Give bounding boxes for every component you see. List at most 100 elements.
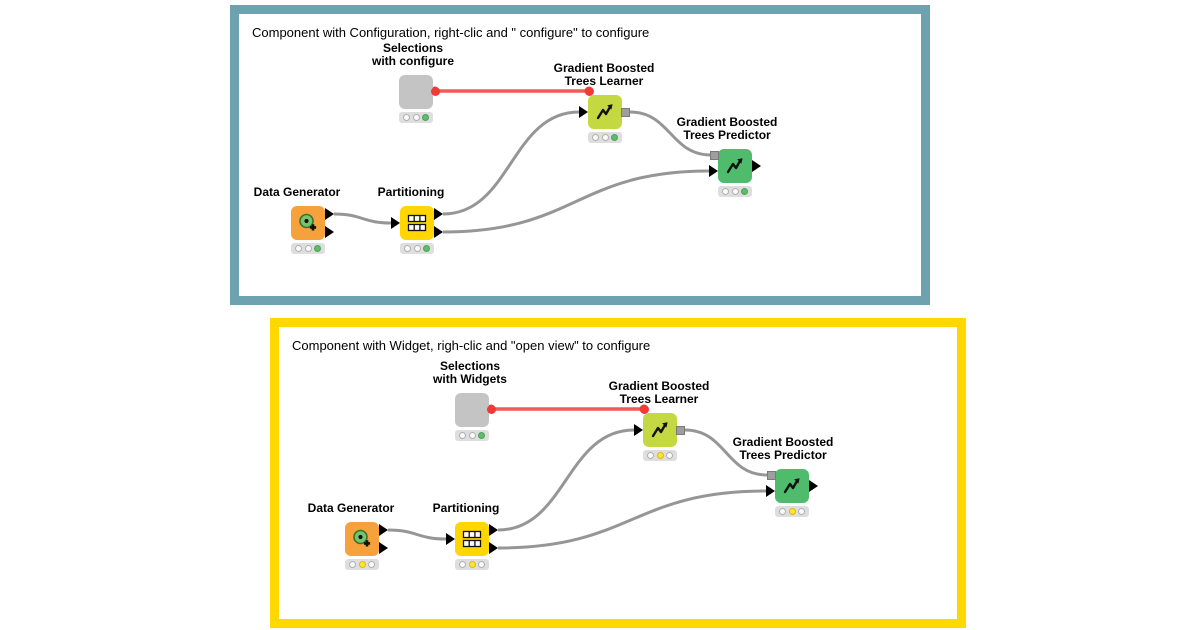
status-dot-off: [647, 452, 654, 459]
partitioning-table-icon: [461, 528, 483, 550]
partitioning-bottom[interactable]: [455, 522, 489, 556]
model-output-port[interactable]: [676, 426, 685, 435]
output-port-triangle[interactable]: [489, 524, 498, 536]
data-connection[interactable]: [333, 212, 392, 225]
status-dot-off: [478, 561, 485, 568]
annotation-widget[interactable]: Component with Widget, righ-clic and "op…: [270, 318, 966, 628]
data-connection[interactable]: [684, 428, 768, 477]
status-dot-off: [412, 114, 420, 121]
selections-with-configure[interactable]: [399, 75, 433, 109]
traffic-light-status: [775, 506, 809, 517]
flow-variable-input-port[interactable]: [584, 86, 594, 96]
input-port-triangle[interactable]: [391, 217, 400, 229]
traffic-light-status: [291, 243, 325, 254]
status-dot-off: [779, 508, 786, 515]
status-dot-off: [592, 134, 599, 141]
status-dot-off: [666, 452, 673, 459]
status-dot-green: [741, 188, 748, 195]
traffic-light-status: [345, 559, 379, 570]
status-dot-green: [611, 134, 618, 141]
flow-variable-input-port[interactable]: [639, 404, 649, 414]
data-generator-icon: [351, 528, 373, 550]
output-port-triangle[interactable]: [809, 480, 818, 492]
data-connection[interactable]: [497, 428, 635, 532]
output-port-triangle[interactable]: [434, 208, 443, 220]
model-input-port[interactable]: [710, 151, 719, 160]
output-port-triangle[interactable]: [489, 542, 498, 554]
status-dot-off: [404, 245, 411, 252]
node-label: Data Generator: [253, 185, 341, 199]
traffic-light-status: [588, 132, 622, 143]
input-port-triangle[interactable]: [446, 533, 455, 545]
status-dot-off: [413, 245, 421, 252]
annotation-title: Component with Configuration, right-clic…: [252, 25, 650, 40]
node-label: Partitioning: [377, 185, 445, 199]
data-connection[interactable]: [497, 489, 767, 550]
status-dot-off: [468, 432, 476, 439]
input-port-triangle[interactable]: [766, 485, 775, 497]
data-generator-top[interactable]: [291, 206, 325, 240]
output-port-triangle[interactable]: [752, 160, 761, 172]
model-input-port[interactable]: [767, 471, 776, 480]
status-dot-off: [798, 508, 805, 515]
traffic-light-status: [643, 450, 677, 461]
status-dot-off: [731, 188, 739, 195]
status-dot-off: [403, 114, 410, 121]
data-generator-icon: [297, 212, 319, 234]
status-dot-off: [459, 561, 466, 568]
traffic-light-status: [400, 243, 434, 254]
status-dot-off: [722, 188, 729, 195]
status-dot-off: [349, 561, 356, 568]
flow-variable-output-port[interactable]: [486, 404, 496, 414]
selections-with-widgets[interactable]: [455, 393, 489, 427]
gbt-learner-bottom[interactable]: [643, 413, 677, 447]
data-connection[interactable]: [629, 110, 712, 157]
gradient-boosted-trees-icon: [781, 475, 803, 497]
gradient-boosted-trees-icon: [724, 155, 746, 177]
status-dot-off: [368, 561, 375, 568]
partitioning-top[interactable]: [400, 206, 434, 240]
partitioning-table-icon: [406, 212, 428, 234]
gbt-predictor-top[interactable]: [718, 149, 752, 183]
status-dot-green: [314, 245, 321, 252]
traffic-light-status: [399, 112, 433, 123]
input-port-triangle[interactable]: [634, 424, 643, 436]
status-dot-yellow: [468, 561, 476, 568]
status-dot-yellow: [358, 561, 366, 568]
output-port-triangle[interactable]: [325, 226, 334, 238]
data-connection[interactable]: [442, 110, 580, 216]
flow-variable-output-port[interactable]: [430, 86, 440, 96]
node-label: Partitioning: [432, 501, 500, 515]
status-dot-off: [601, 134, 609, 141]
model-output-port[interactable]: [621, 108, 630, 117]
input-port-triangle[interactable]: [709, 165, 718, 177]
status-dot-green: [423, 245, 430, 252]
status-dot-off: [459, 432, 466, 439]
output-port-triangle[interactable]: [325, 208, 334, 220]
status-dot-yellow: [788, 508, 796, 515]
status-dot-green: [478, 432, 485, 439]
data-connection[interactable]: [387, 528, 447, 541]
status-dot-off: [295, 245, 302, 252]
gradient-boosted-trees-icon: [649, 419, 671, 441]
input-port-triangle[interactable]: [579, 106, 588, 118]
annotation-title: Component with Widget, righ-clic and "op…: [292, 338, 651, 353]
data-connection[interactable]: [442, 169, 710, 234]
traffic-light-status: [455, 430, 489, 441]
output-port-triangle[interactable]: [379, 524, 388, 536]
annotation-configuration[interactable]: Component with Configuration, right-clic…: [230, 5, 930, 305]
data-generator-bottom[interactable]: [345, 522, 379, 556]
node-label: Data Generator: [307, 501, 395, 515]
gbt-learner-top[interactable]: [588, 95, 622, 129]
output-port-triangle[interactable]: [379, 542, 388, 554]
output-port-triangle[interactable]: [434, 226, 443, 238]
status-dot-yellow: [656, 452, 664, 459]
gbt-predictor-bottom[interactable]: [775, 469, 809, 503]
